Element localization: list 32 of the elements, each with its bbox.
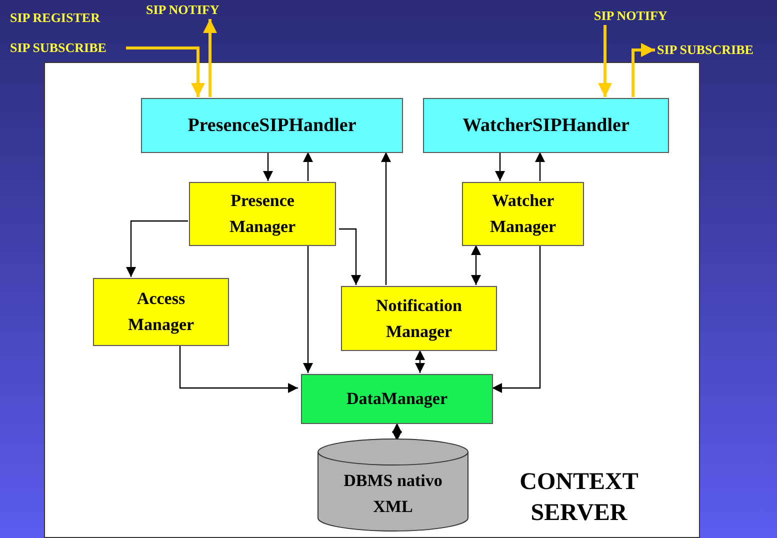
arrow — [495, 152, 505, 181]
manager-box: Access Manager — [93, 278, 229, 346]
arrow — [303, 152, 313, 181]
arrow — [535, 152, 545, 181]
panel-heading: CONTEXT SERVER — [518, 468, 640, 528]
arrow — [203, 19, 217, 97]
handler-box: WatcherSIPHandler — [423, 98, 669, 153]
arrow — [303, 245, 313, 373]
signal-label: SIP NOTIFY — [146, 1, 220, 20]
data-manager-box: DataManager — [301, 374, 493, 424]
signal-label: SIP SUBSCRIBE — [657, 41, 754, 60]
signal-label: SIP NOTIFY — [594, 7, 668, 26]
signal-label: SIP SUBSCRIBE — [10, 39, 106, 58]
handler-box: PresenceSIPHandler — [141, 98, 403, 153]
arrow — [381, 152, 391, 285]
database-cylinder: DBMS nativo XML — [317, 438, 469, 532]
signal-label: SIP REGISTER — [10, 9, 100, 27]
arrow — [415, 350, 425, 373]
arrow — [471, 245, 481, 285]
manager-box: Watcher Manager — [462, 182, 584, 246]
arrow — [126, 220, 188, 277]
manager-box: Notification Manager — [341, 286, 497, 351]
arrow — [263, 152, 273, 181]
arrow — [492, 245, 541, 393]
manager-box: Presence Manager — [189, 182, 336, 246]
arrow — [126, 46, 205, 97]
arrow — [392, 423, 402, 441]
arrow — [632, 43, 655, 97]
server-panel — [44, 62, 700, 538]
arrow — [339, 228, 361, 285]
arrow — [598, 25, 612, 97]
arrow — [179, 345, 298, 393]
